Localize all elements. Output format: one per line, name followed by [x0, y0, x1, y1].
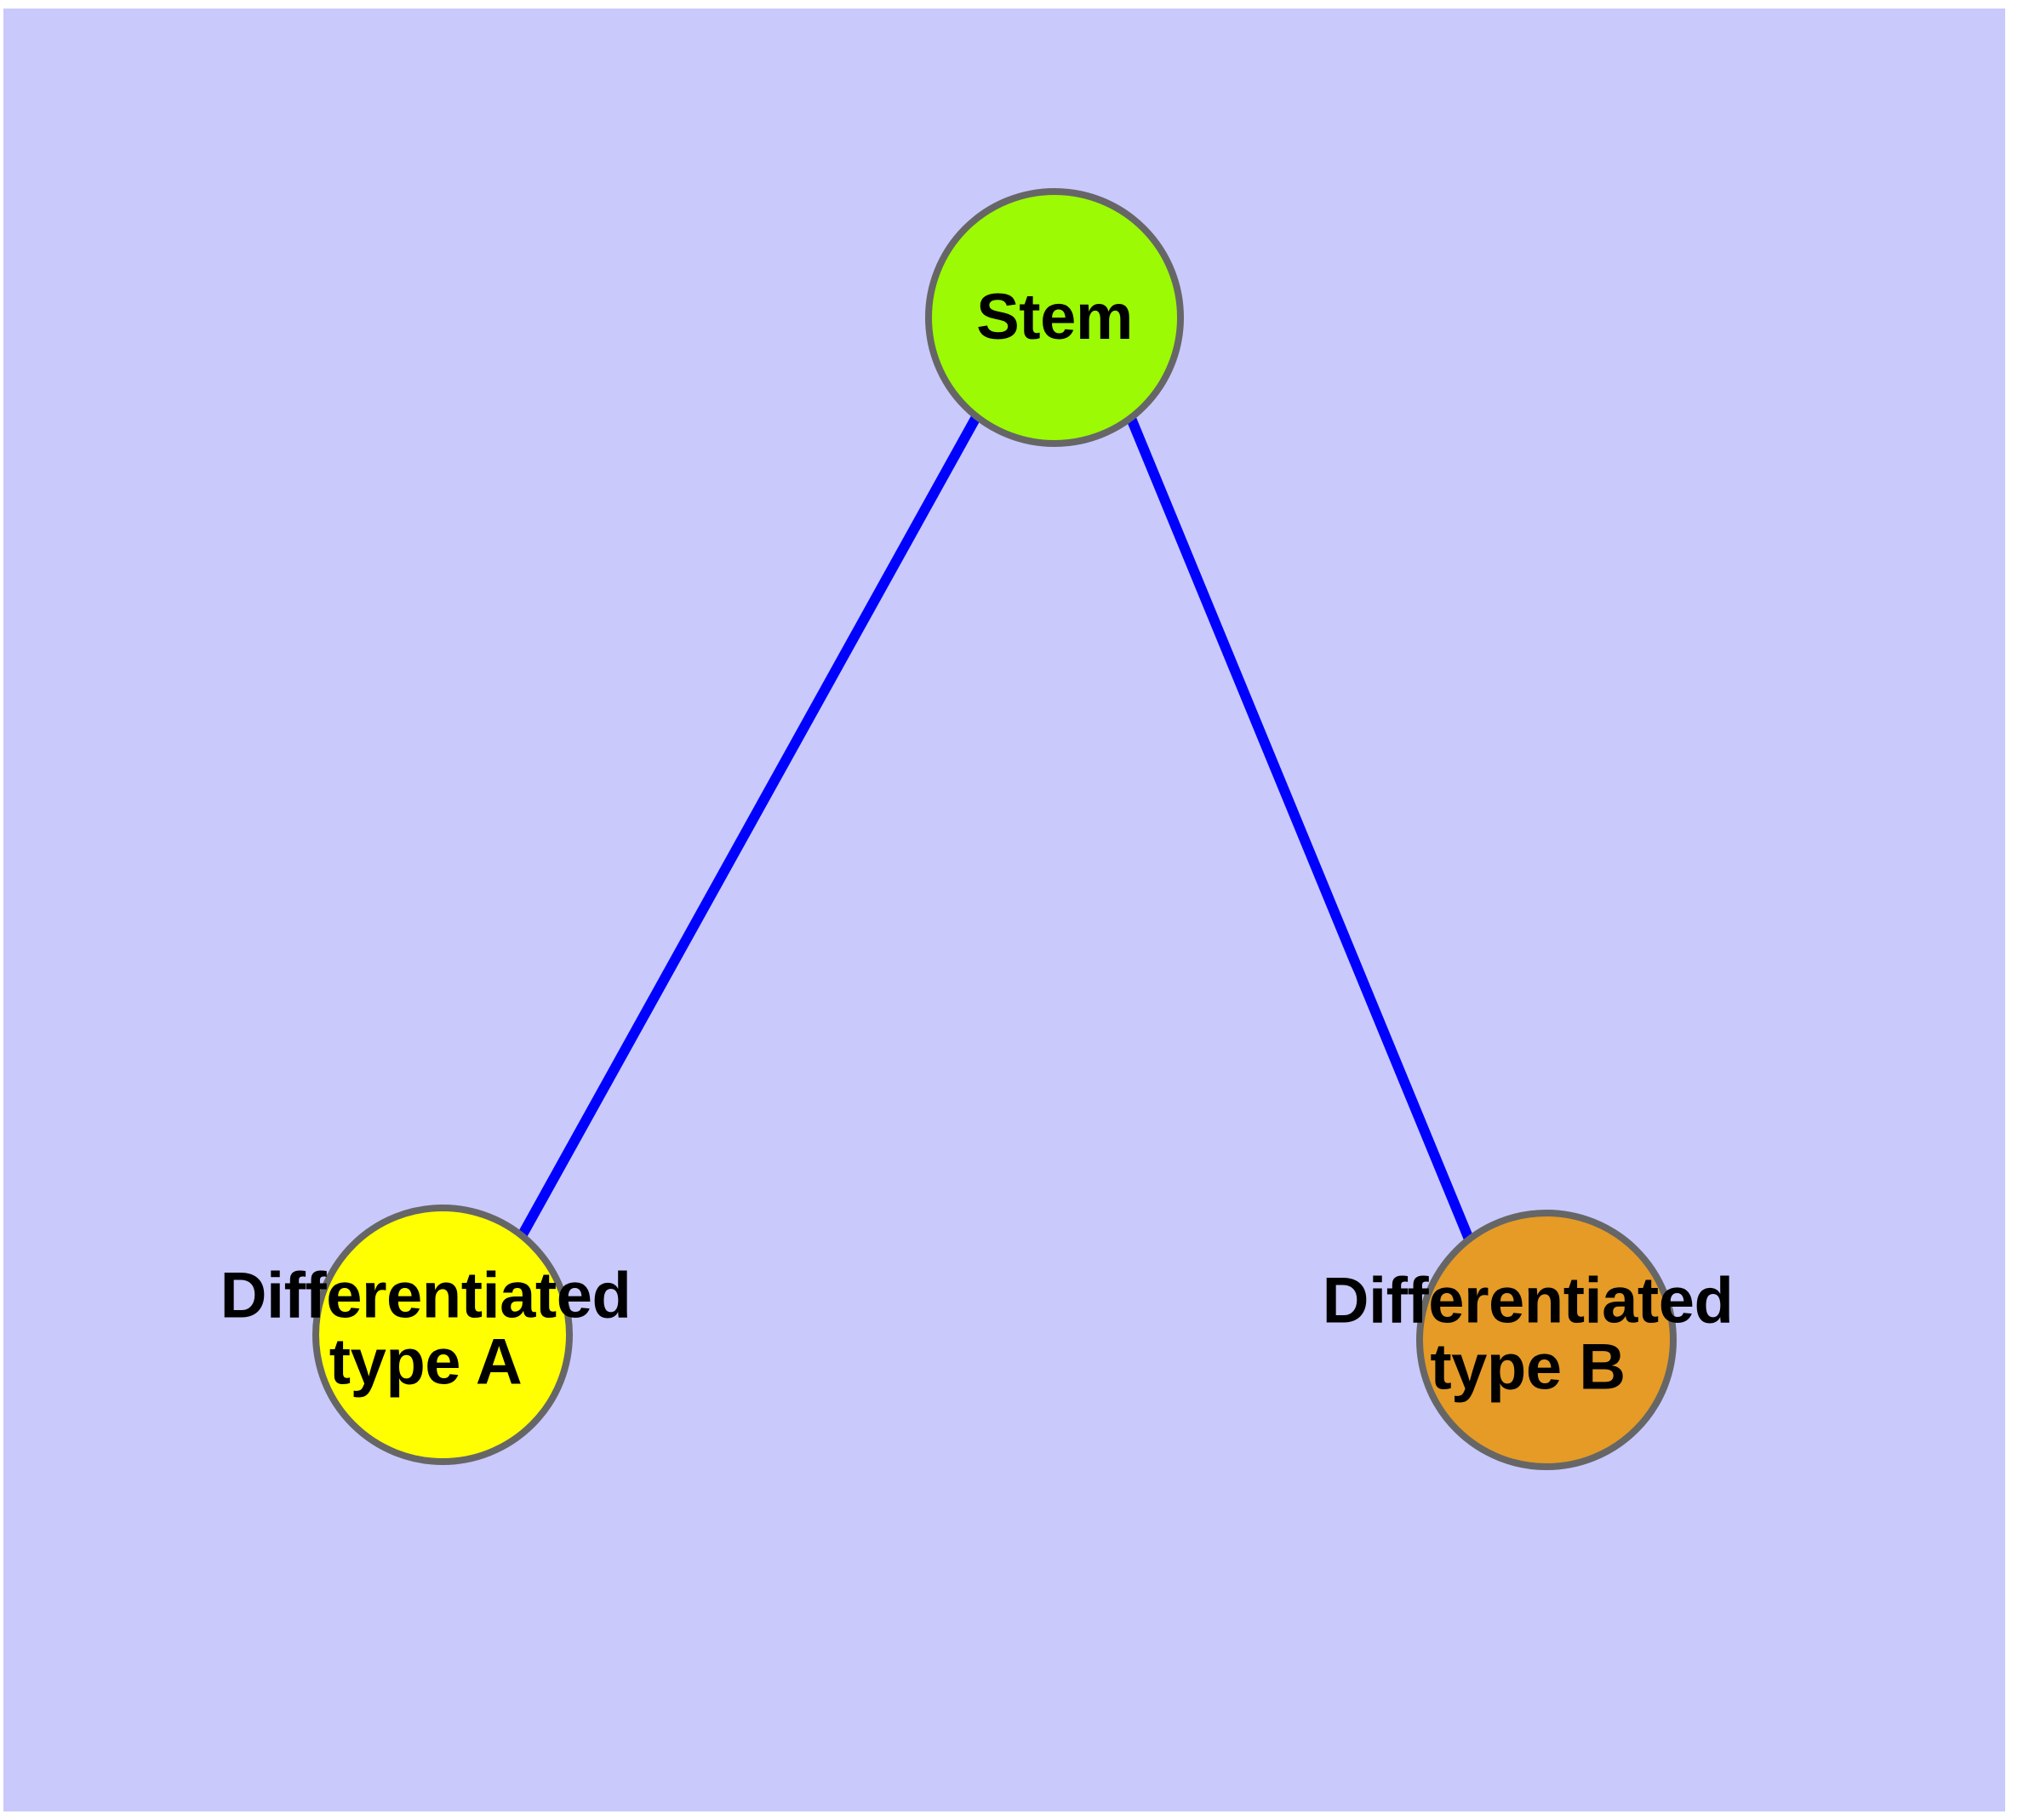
node-hit-diff_b[interactable] — [1420, 1213, 1673, 1467]
node-hit-stem[interactable] — [929, 192, 1180, 444]
node-hit-diff_a[interactable] — [316, 1208, 569, 1462]
